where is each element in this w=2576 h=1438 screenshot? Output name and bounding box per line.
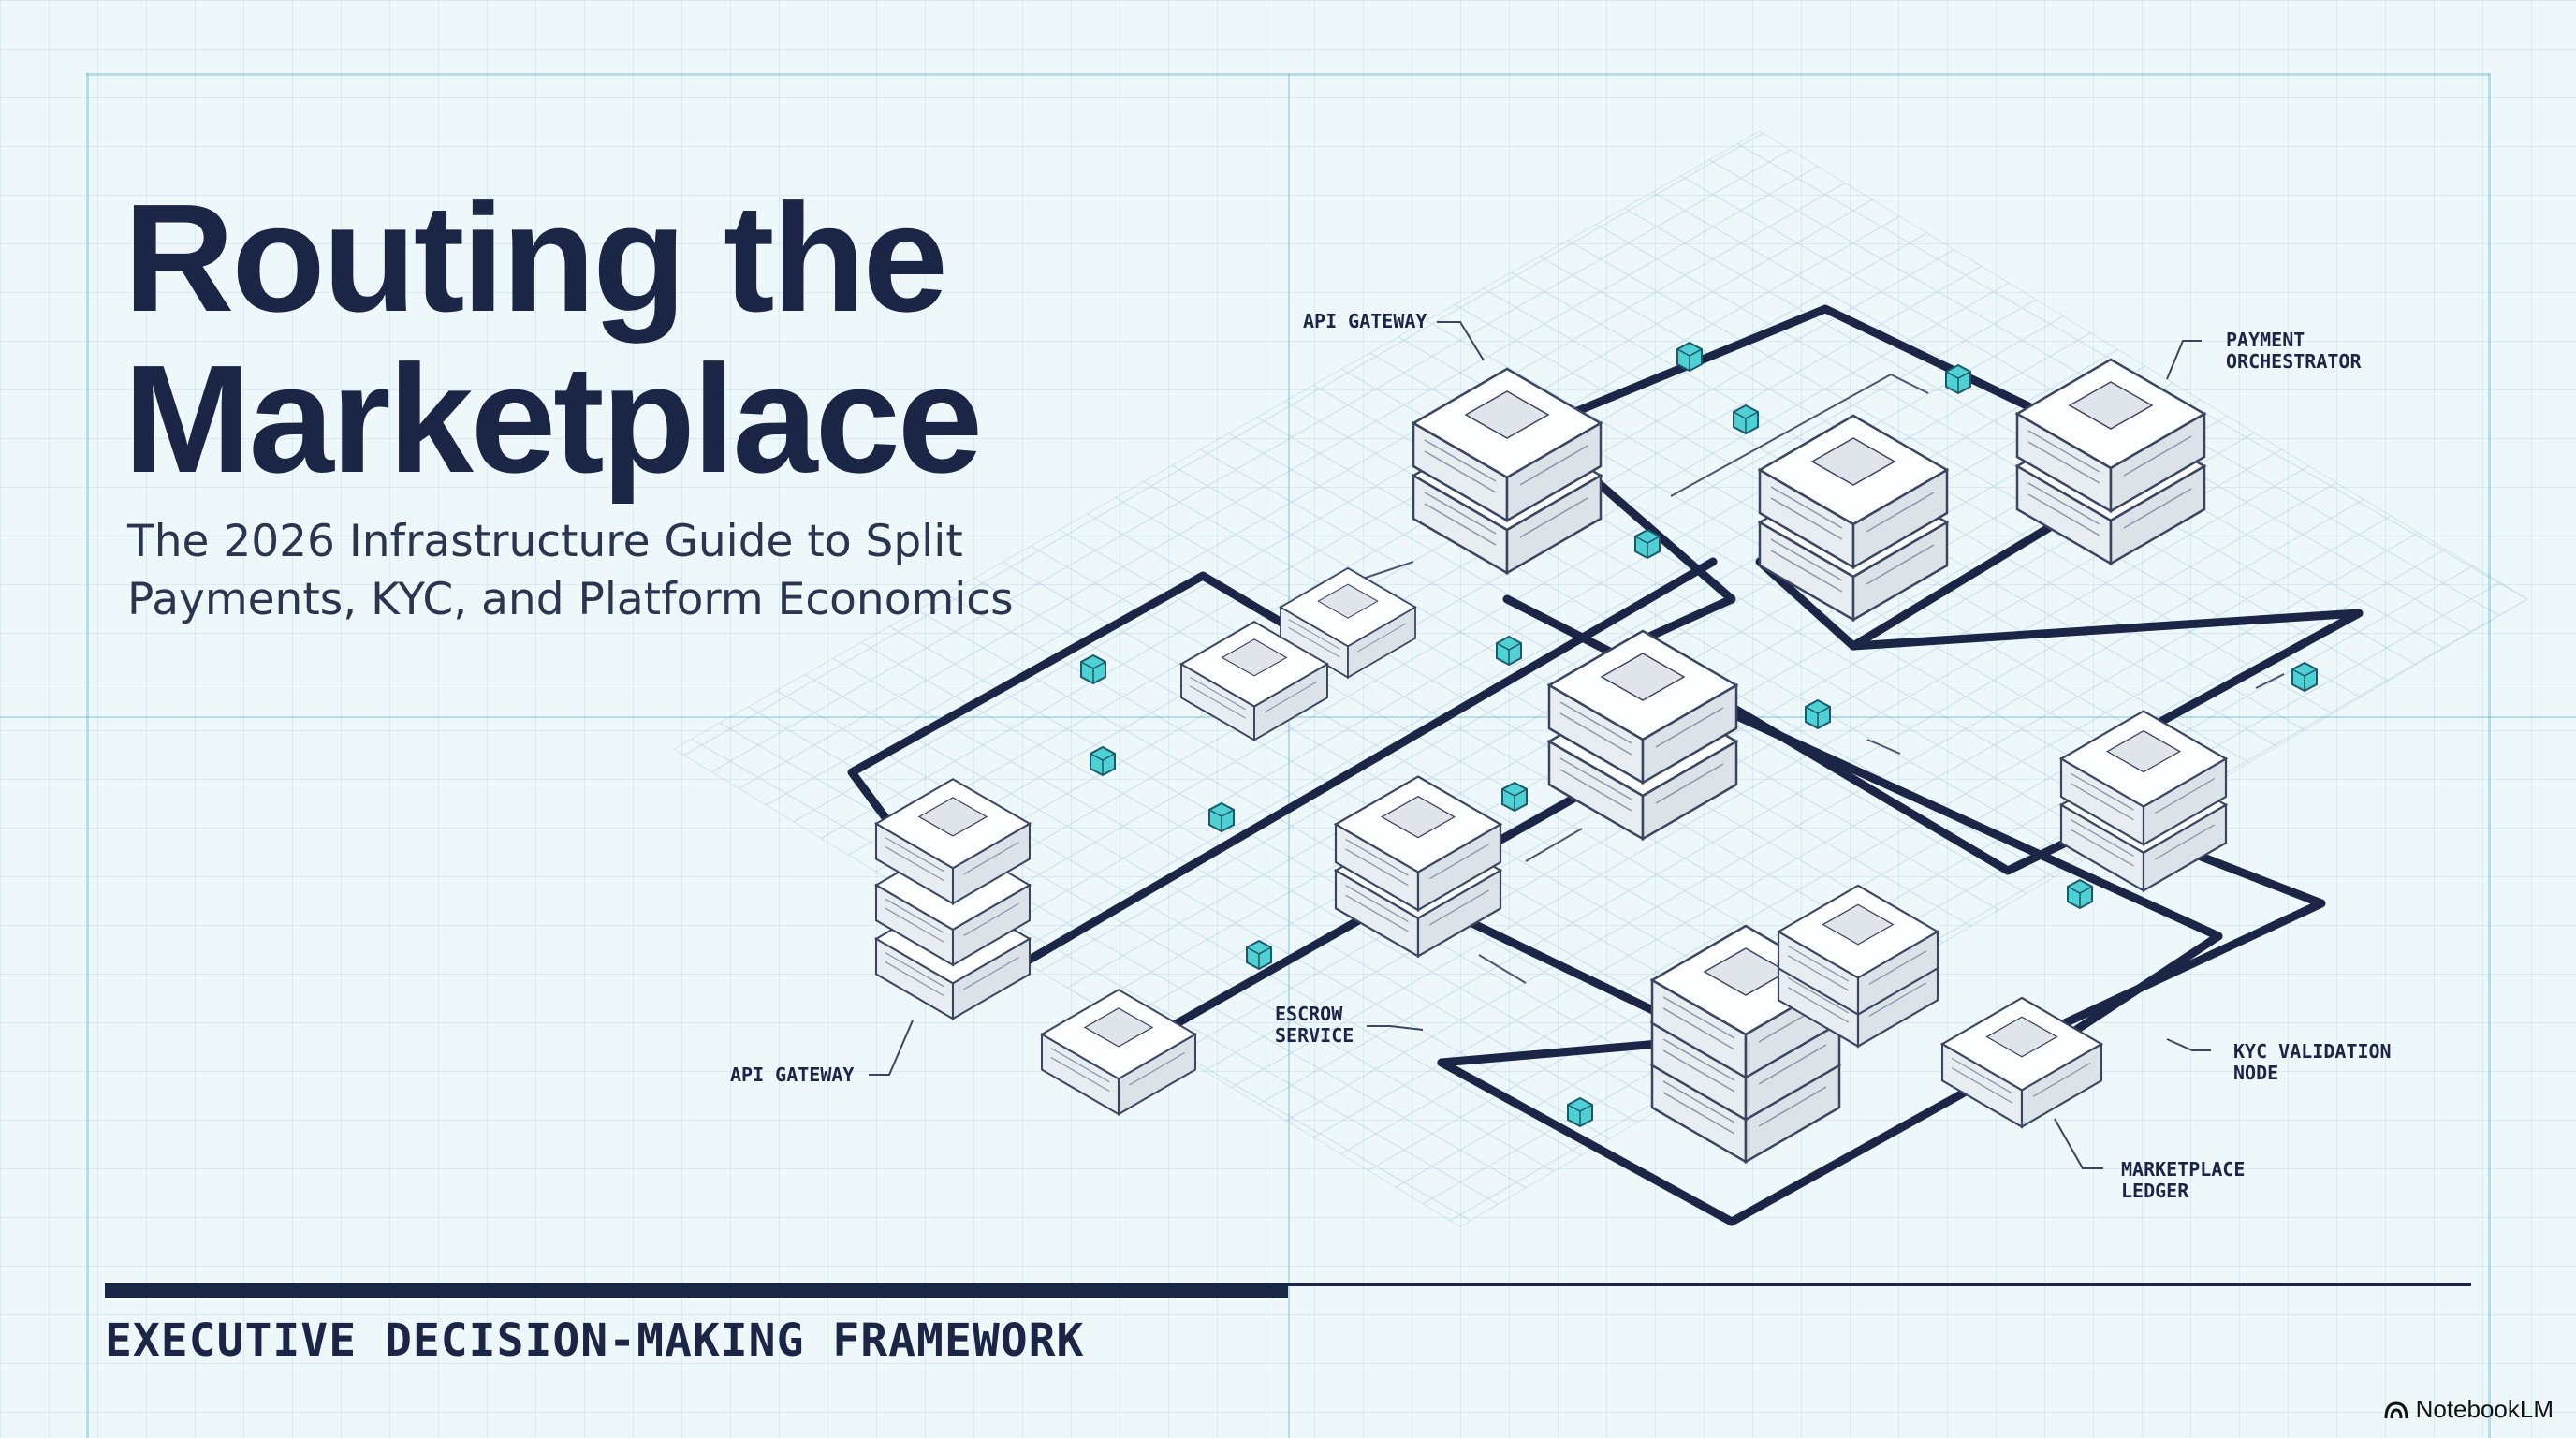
label-payment-orchestrator-1: PAYMENT xyxy=(2226,329,2305,351)
label-api-gateway-bottom: API GATEWAY xyxy=(730,1064,854,1086)
footer-rule-thick xyxy=(105,1283,1288,1298)
frame-left xyxy=(86,73,89,1438)
brand-badge: NotebookLM xyxy=(2384,1395,2554,1424)
label-ledger-1: MARKETPLACE xyxy=(2121,1158,2245,1181)
slide-subtitle: The 2026 Infrastructure Guide to Split P… xyxy=(127,513,1045,629)
route-orchestrator-drop xyxy=(1755,520,2059,651)
label-escrow-2: SERVICE xyxy=(1275,1024,1354,1047)
route-center-cross xyxy=(1722,707,2223,1077)
footer-caption: EXECUTIVE DECISION-MAKING FRAMEWORK xyxy=(105,1314,1085,1367)
footer-rule-thin xyxy=(1288,1283,2471,1286)
label-payment-orchestrator-2: ORCHESTRATOR xyxy=(2226,350,2362,373)
subtitle-line-1: The 2026 Infrastructure Guide to Split xyxy=(127,516,963,567)
route-lower-diamond xyxy=(1437,1058,1989,1226)
frame-right xyxy=(2488,73,2491,1438)
route-gw-to-center xyxy=(1582,468,1736,651)
label-escrow-1: ESCROW xyxy=(1275,1003,1343,1025)
label-api-gateway-top: API GATEWAY xyxy=(1303,310,1427,332)
title-line-1: Routing the xyxy=(124,172,948,344)
route-right-loop xyxy=(1849,609,2364,726)
route-outer-top xyxy=(1502,304,2055,445)
server-api-gateway-bottom xyxy=(874,778,1032,1020)
label-kyc-2: NODE xyxy=(2233,1062,2278,1084)
flow-arrows xyxy=(1356,373,2285,984)
subtitle-line-2: Payments, KYC, and Platform Economics xyxy=(127,574,1014,625)
leader-lines xyxy=(869,321,2211,1169)
label-ledger-2: LEDGER xyxy=(2121,1180,2189,1202)
routing-lines xyxy=(847,304,2364,1226)
label-kyc-1: KYC VALIDATION xyxy=(2233,1040,2392,1063)
route-lower-right xyxy=(2036,833,2326,1039)
frame-top xyxy=(86,73,2490,76)
slide-title: Routing the Marketplace xyxy=(124,178,1060,500)
notebooklm-logo-icon xyxy=(2384,1401,2408,1418)
title-line-2: Marketplace xyxy=(124,333,983,505)
brand-name: NotebookLM xyxy=(2415,1395,2554,1423)
route-gateway-diag xyxy=(1025,557,1718,964)
